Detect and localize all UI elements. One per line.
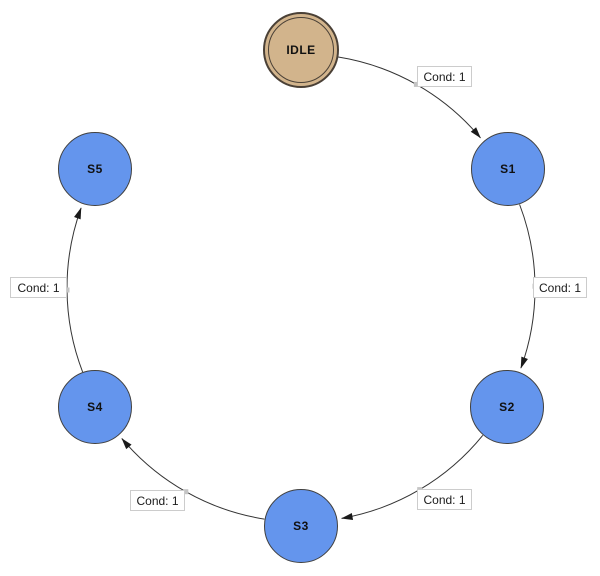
edge-midpoint-handle[interactable] [183,489,189,495]
state-node-idle[interactable]: IDLE [263,12,339,88]
state-node-s4[interactable]: S4 [58,370,132,444]
state-label: S3 [293,519,309,533]
state-node-s1[interactable]: S1 [471,132,545,206]
edge-condition-label-s2-s3[interactable]: Cond: 1 [417,489,472,510]
state-node-s5[interactable]: S5 [58,132,132,206]
edge-condition-label-s1-s2[interactable]: Cond: 1 [533,277,587,298]
edge-condition-label-s4-s5[interactable]: Cond: 1 [10,277,67,298]
state-node-s3[interactable]: S3 [264,489,338,563]
edge-midpoint-handle[interactable] [413,81,419,87]
state-label: S4 [87,400,103,414]
edge-condition-label-s3-s4[interactable]: Cond: 1 [130,490,185,511]
state-label: S5 [87,162,103,176]
state-label: S1 [500,162,516,176]
state-label: S2 [499,400,515,414]
state-label: IDLE [286,43,316,57]
state-node-s2[interactable]: S2 [470,370,544,444]
edge-midpoint-handle[interactable] [64,287,70,293]
edge-condition-label-idle-s1[interactable]: Cond: 1 [417,66,472,87]
